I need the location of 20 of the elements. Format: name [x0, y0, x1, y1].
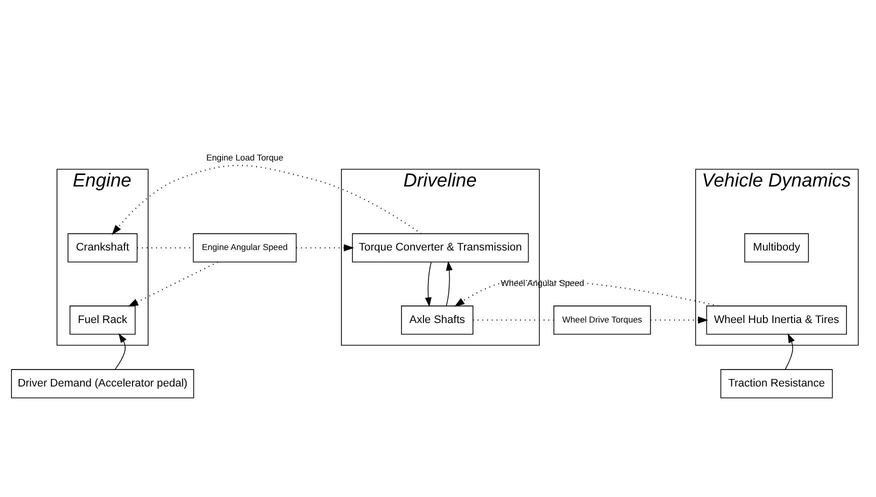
arrow — [784, 332, 795, 370]
edge-label: Engine Load Torque — [206, 152, 284, 162]
arrow — [446, 260, 453, 306]
node-box: Crankshaft — [68, 232, 138, 262]
node-box: Driver Demand (Accelerator pedal) — [11, 368, 194, 398]
arrow — [114, 332, 126, 370]
arrow — [296, 244, 354, 251]
arrow — [650, 316, 708, 324]
node-box: Traction Resistance — [720, 368, 833, 398]
node-box: Multibody — [744, 232, 809, 262]
arrow — [454, 280, 718, 306]
node-box: Wheel Drive Torques — [553, 305, 651, 334]
arrow — [425, 261, 432, 306]
node-box: Torque Converter & Transmission — [352, 232, 529, 262]
arrow — [112, 164, 422, 235]
node-box: Wheel Hub Inertia & Tires — [706, 305, 847, 334]
node-box: Axle Shafts — [401, 305, 474, 334]
arrow — [128, 261, 218, 306]
node-box: Engine Angular Speed — [192, 232, 297, 262]
node-box: Fuel Rack — [70, 305, 136, 334]
